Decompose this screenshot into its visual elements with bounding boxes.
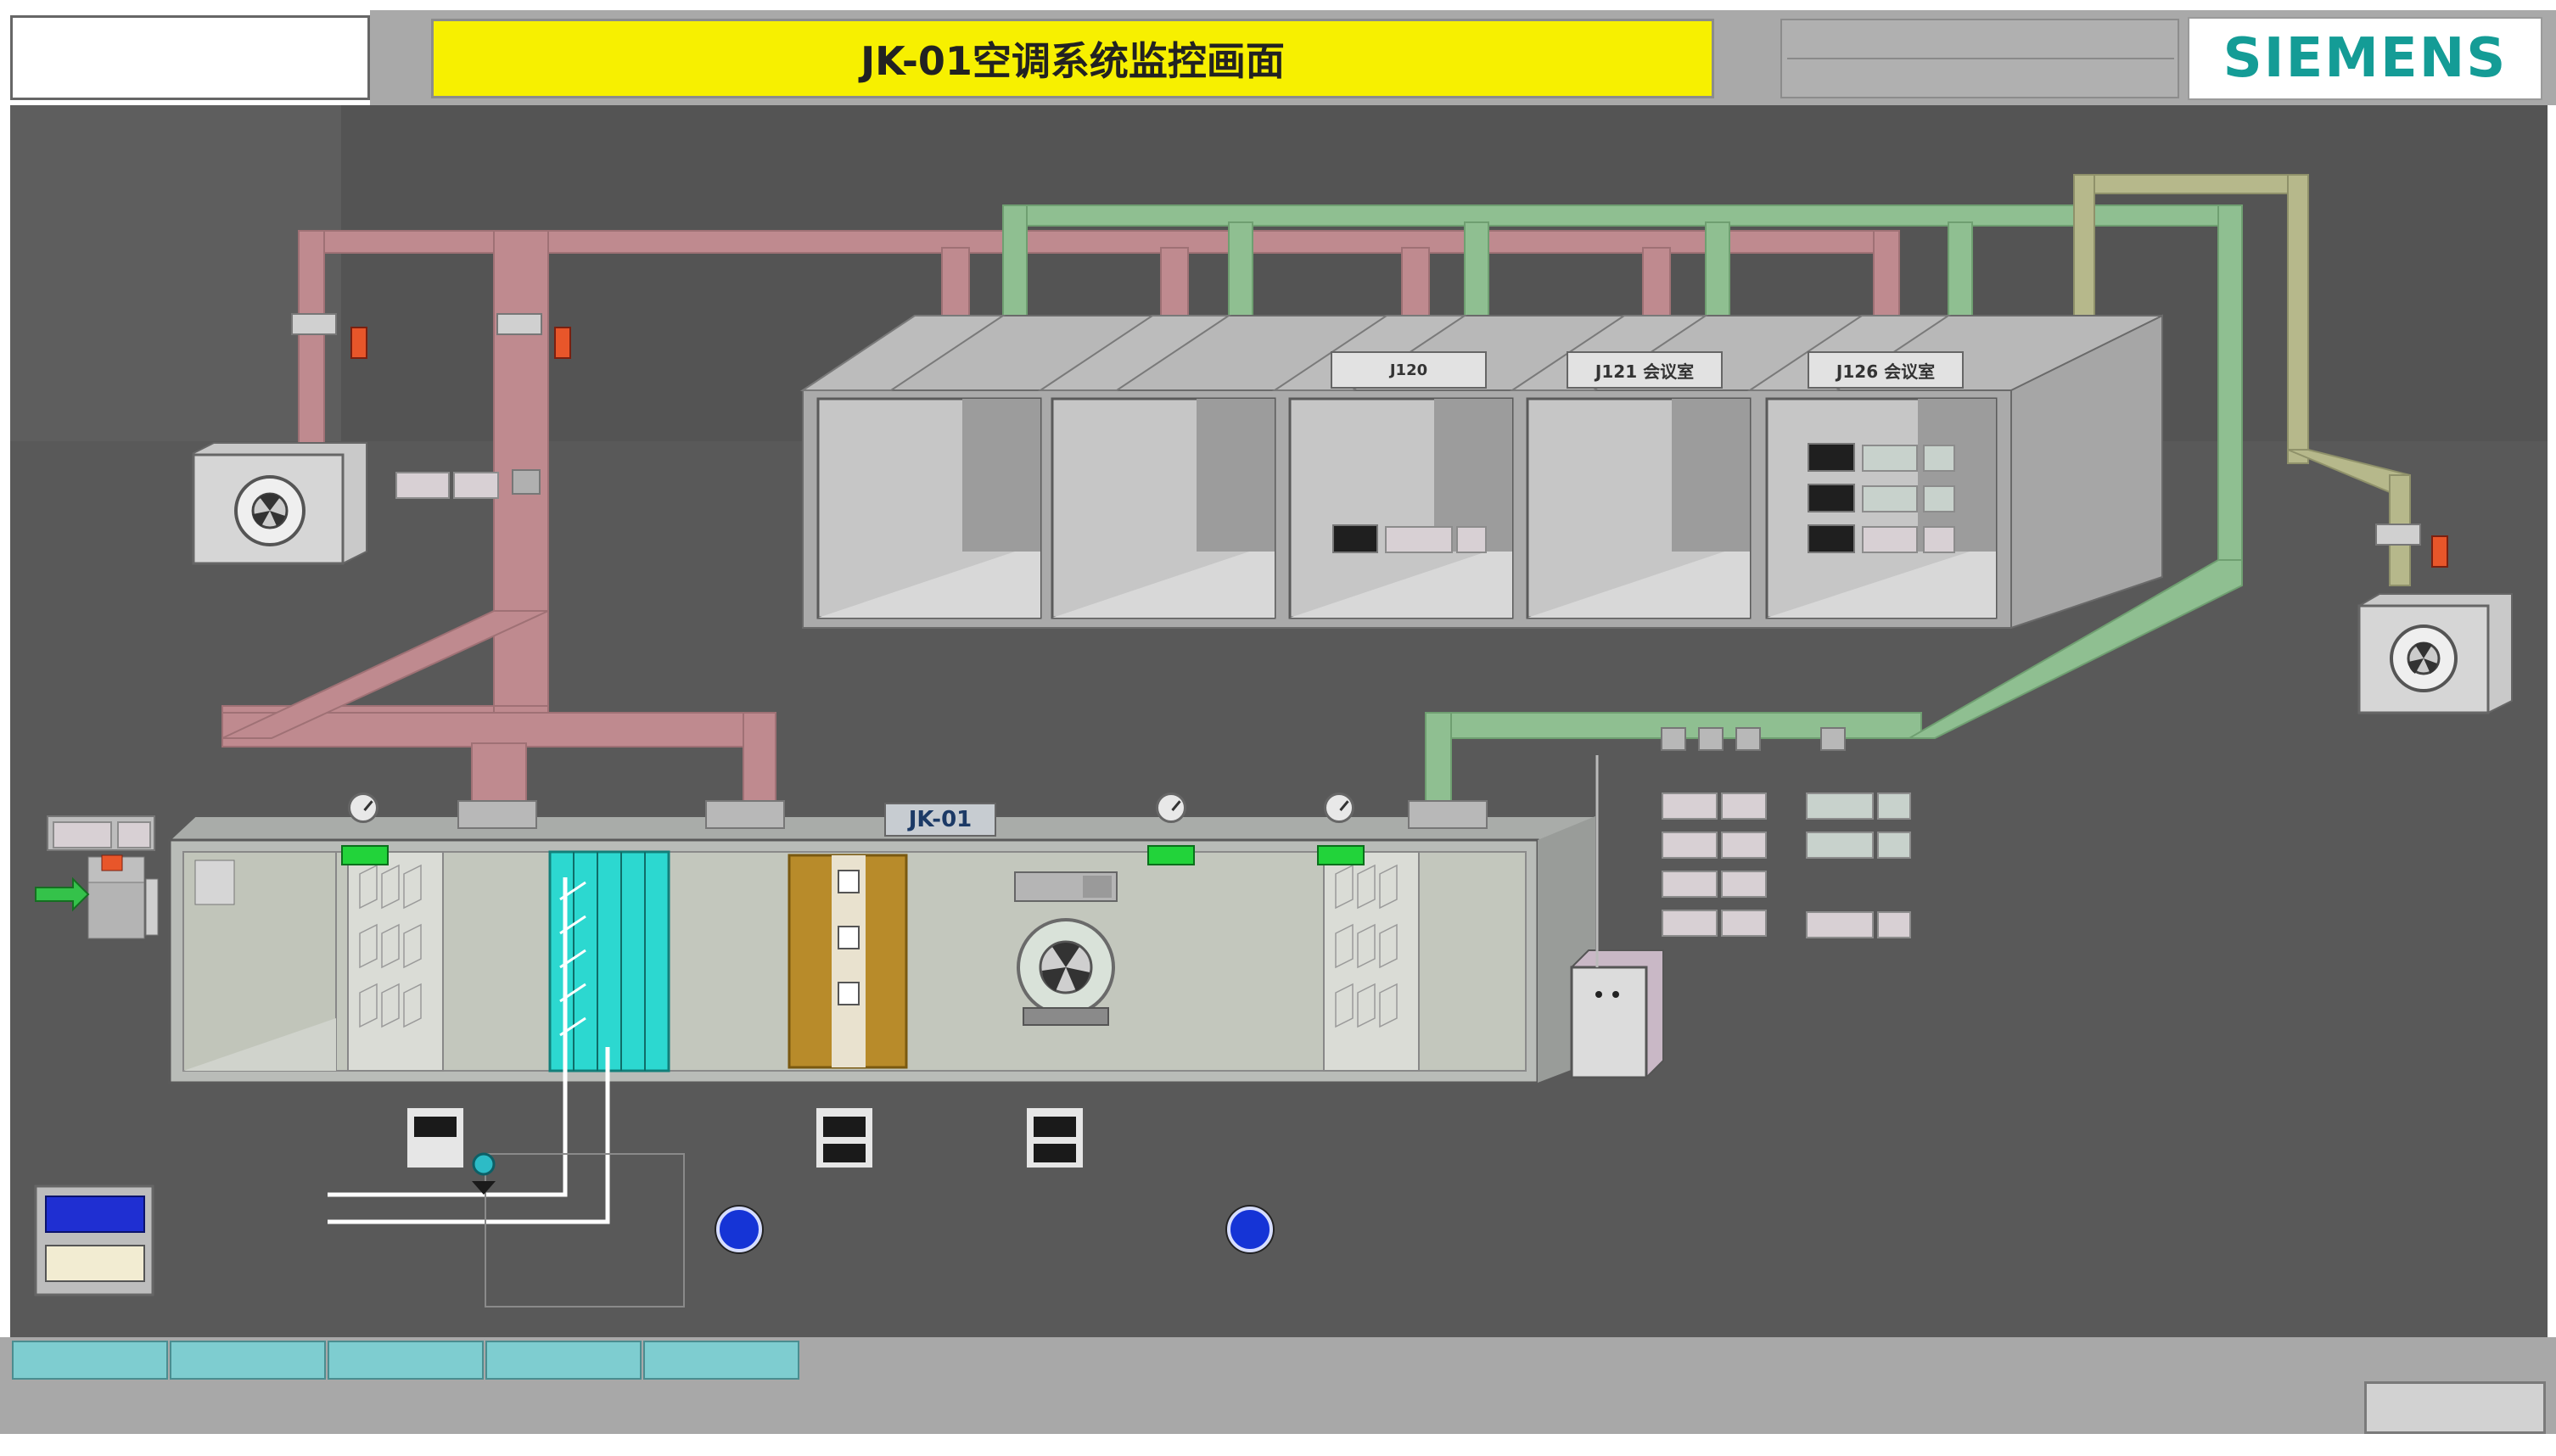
ahu-housing bbox=[168, 800, 1596, 1084]
room-j126-value-1 bbox=[1862, 445, 1918, 472]
tab-4[interactable] bbox=[485, 1341, 642, 1380]
fan-control-button[interactable] bbox=[1227, 1207, 1273, 1252]
control-value-c2 bbox=[1721, 871, 1767, 898]
room-j126-value-3 bbox=[1862, 526, 1918, 553]
control-value-c1 bbox=[1662, 871, 1718, 898]
control-value-e2 bbox=[1877, 792, 1911, 820]
room-j126-unit-3 bbox=[1923, 526, 1955, 553]
control-value-e1 bbox=[1806, 792, 1874, 820]
control-value-b1 bbox=[1662, 832, 1718, 859]
control-value-d1 bbox=[1662, 910, 1718, 937]
room-j126-unit-1 bbox=[1923, 445, 1955, 472]
control-value-b2 bbox=[1721, 832, 1767, 859]
coil-temp-display bbox=[815, 1106, 874, 1169]
filter-status-indicator-3 bbox=[1317, 845, 1365, 865]
coil-setpoint-digits bbox=[823, 1144, 866, 1162]
valve-icon bbox=[472, 1152, 496, 1195]
pump-control-button[interactable] bbox=[716, 1207, 762, 1252]
tab-5[interactable] bbox=[643, 1341, 799, 1380]
exhaust-fan-icon bbox=[192, 442, 367, 565]
ahu-unit-label: JK-01 bbox=[884, 803, 996, 837]
room-j120-value bbox=[1385, 526, 1453, 553]
control-value-f1 bbox=[1806, 832, 1874, 859]
filter-status-indicator-1 bbox=[341, 845, 389, 865]
room-j120-unit bbox=[1456, 526, 1487, 553]
supply-temp-display bbox=[406, 1106, 465, 1169]
fresh-air-unit bbox=[117, 821, 151, 848]
room-j126-unit-2 bbox=[1923, 485, 1955, 512]
exhaust-value-2 bbox=[453, 472, 499, 499]
gauge-icon bbox=[348, 792, 378, 823]
tab-2[interactable] bbox=[170, 1341, 326, 1380]
page-title: JK-01空调系统监控画面 bbox=[431, 19, 1714, 98]
control-value-g2 bbox=[1877, 911, 1911, 938]
control-value-f2 bbox=[1877, 832, 1911, 859]
return-button[interactable] bbox=[2364, 1381, 2546, 1434]
exhaust-value-1 bbox=[395, 472, 450, 499]
room-j126-tag-3 bbox=[1808, 524, 1855, 553]
room-j126-tag-2 bbox=[1808, 484, 1855, 512]
supply-fan-icon bbox=[1014, 871, 1118, 1026]
room-j126-value-2 bbox=[1862, 485, 1918, 512]
tab-1[interactable] bbox=[12, 1341, 168, 1380]
room-label-j120: J120 bbox=[1331, 351, 1487, 389]
filter-status-indicator-2 bbox=[1147, 845, 1195, 865]
control-value-g1 bbox=[1806, 911, 1874, 938]
control-value-d2 bbox=[1721, 910, 1767, 937]
room-label-j126: J126 会议室 bbox=[1808, 351, 1964, 389]
siemens-logo: SIEMENS bbox=[2188, 17, 2542, 100]
return-duct bbox=[1002, 204, 2243, 807]
building-section bbox=[799, 314, 2163, 630]
fan-setpoint-digits bbox=[1034, 1144, 1076, 1162]
control-cabinet bbox=[1570, 755, 1664, 1079]
gauge-icon bbox=[1324, 792, 1354, 823]
status-panel bbox=[34, 1184, 154, 1296]
return-fan-icon bbox=[2357, 593, 2513, 714]
room-j126-tag-1 bbox=[1808, 443, 1855, 472]
coil-temp-digits bbox=[823, 1117, 866, 1137]
room-label-j121: J121 会议室 bbox=[1567, 351, 1723, 389]
arrow-right-icon bbox=[35, 876, 90, 912]
header-right-panel bbox=[1780, 19, 2179, 98]
control-value-a1 bbox=[1662, 792, 1718, 820]
gauge-icon bbox=[1156, 792, 1186, 823]
header-left-panel bbox=[10, 15, 370, 100]
fresh-air-value bbox=[53, 821, 112, 848]
fan-freq-digits bbox=[1034, 1117, 1076, 1137]
fan-freq-display bbox=[1025, 1106, 1085, 1169]
control-value-a2 bbox=[1721, 792, 1767, 820]
room-j120-tag bbox=[1332, 524, 1378, 553]
supply-temp-digits bbox=[414, 1117, 457, 1137]
tab-3[interactable] bbox=[328, 1341, 484, 1380]
